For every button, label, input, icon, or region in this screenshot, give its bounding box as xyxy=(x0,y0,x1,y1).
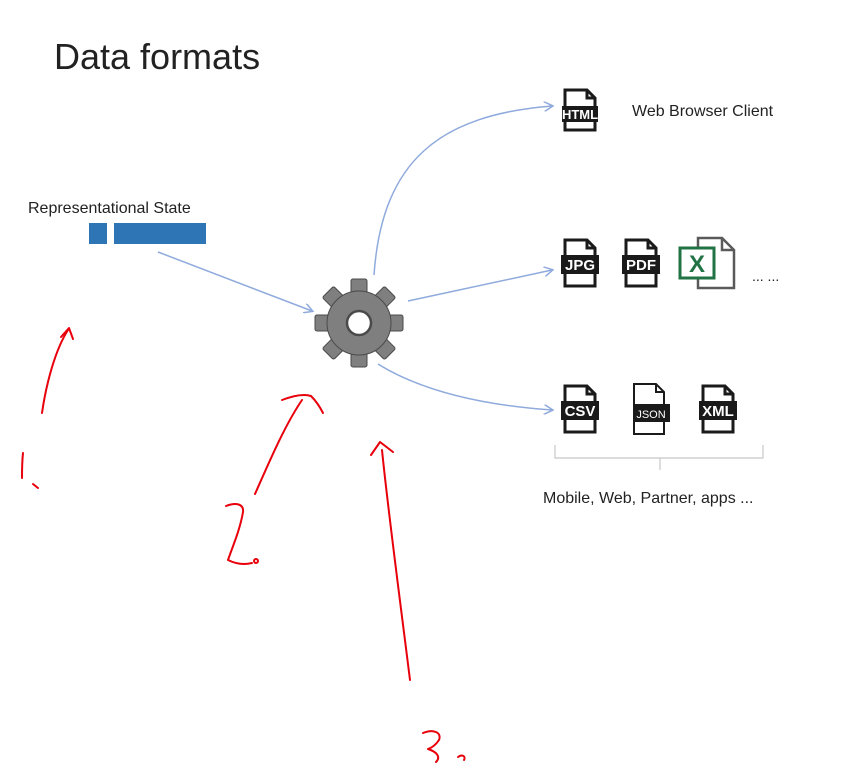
arrow-gear-to-data xyxy=(377,363,552,410)
json-file-icon: JSON xyxy=(633,383,670,435)
gear-icon xyxy=(314,278,404,368)
source-bar-large xyxy=(114,223,206,244)
csv-icon-text: CSV xyxy=(565,403,596,420)
group-brace xyxy=(554,445,764,470)
csv-file-icon: CSV xyxy=(561,384,599,434)
consumers-label: Mobile, Web, Partner, apps ... xyxy=(543,490,754,507)
annotation-2 xyxy=(225,394,324,565)
html-icon-text: HTML xyxy=(562,107,598,122)
arrow-source-to-gear xyxy=(157,251,312,311)
source-bar-small xyxy=(89,223,107,244)
source-label: Representational State xyxy=(28,200,191,217)
arrow-gear-to-files xyxy=(407,270,552,302)
web-client-label: Web Browser Client xyxy=(632,103,774,120)
annotation-1 xyxy=(21,327,74,489)
excel-icon-text: X xyxy=(689,251,705,278)
xml-icon-text: XML xyxy=(702,403,734,420)
excel-file-icon: X xyxy=(678,236,736,290)
arrow-gear-to-html xyxy=(373,106,552,276)
annotation-3 xyxy=(370,441,466,763)
pdf-file-icon: PDF xyxy=(622,238,660,288)
json-icon-text: JSON xyxy=(636,409,665,421)
pdf-icon-text: PDF xyxy=(626,257,656,274)
page-title: Data formats xyxy=(54,36,261,77)
jpg-icon-text: JPG xyxy=(565,257,595,274)
html-file-icon: HTML xyxy=(562,88,598,132)
handwritten-annotations xyxy=(21,327,466,763)
more-formats-label: ... ... xyxy=(752,268,780,284)
jpg-file-icon: JPG xyxy=(561,238,599,288)
xml-file-icon: XML xyxy=(699,384,737,434)
